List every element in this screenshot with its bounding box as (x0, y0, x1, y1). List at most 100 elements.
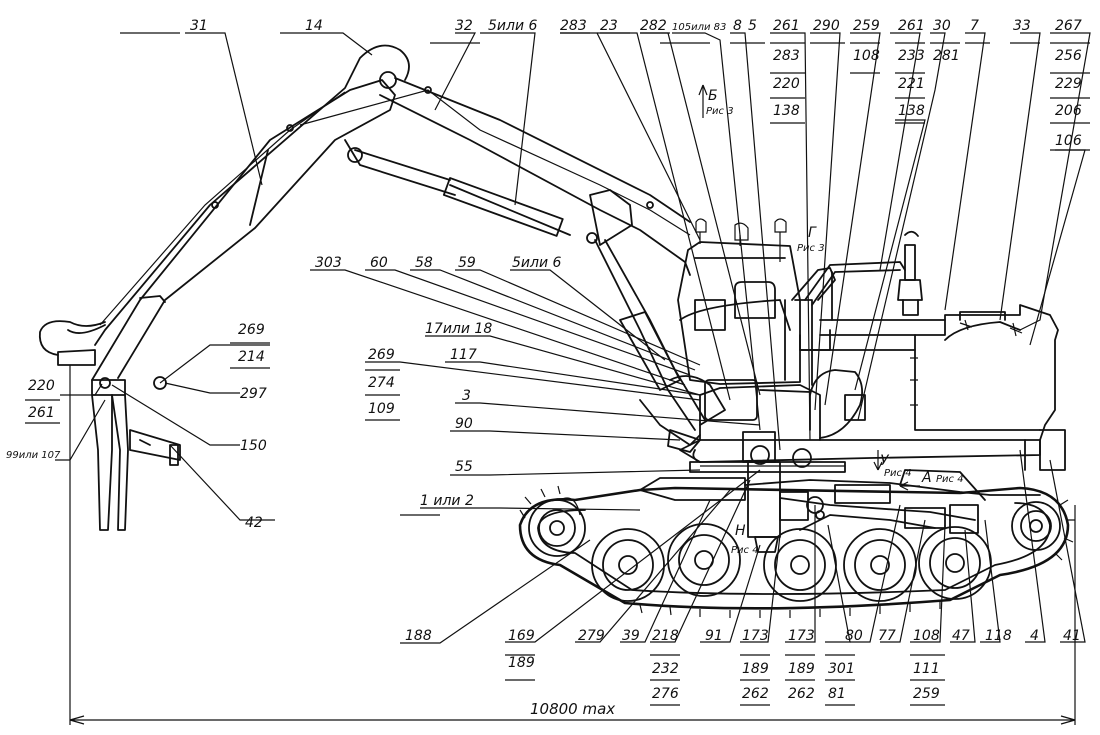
label-188: 188 (405, 628, 432, 644)
label-262-b: 262 (788, 686, 815, 702)
label-30: 30 (933, 18, 951, 34)
label-5or6-top: 5или 6 (488, 18, 538, 34)
label-view-B-ref: Рис 3 (706, 106, 734, 117)
label-view-A-ref: Рис 4 (936, 474, 964, 485)
label-41: 41 (1063, 628, 1081, 644)
label-view-U-ref: Рис 4 (884, 468, 912, 479)
label-259-b: 259 (913, 686, 940, 702)
label-269-a: 269 (368, 347, 395, 363)
label-23: 23 (600, 18, 618, 34)
label-261-b: 261 (898, 18, 925, 34)
label-42: 42 (245, 515, 263, 531)
label-5or6-mid: 5или 6 (512, 255, 562, 271)
label-259: 259 (853, 18, 880, 34)
label-117: 117 (450, 347, 477, 363)
label-232: 232 (652, 661, 679, 677)
label-279: 279 (578, 628, 605, 644)
label-58: 58 (415, 255, 433, 271)
label-138-b: 138 (898, 103, 925, 119)
label-31: 31 (190, 18, 208, 34)
label-261-a: 261 (773, 18, 800, 34)
swivel-joint (742, 431, 812, 553)
label-169: 169 (508, 628, 535, 644)
grapple (91, 376, 181, 531)
label-297: 297 (240, 386, 267, 402)
label-1or2: 1 или 2 (420, 493, 474, 509)
leader-lines (55, 32, 1091, 644)
dimension-label: 10800 max (530, 700, 615, 718)
label-81: 81 (828, 686, 846, 702)
label-214: 214 (238, 349, 265, 365)
label-150: 150 (240, 438, 267, 454)
label-274: 274 (368, 375, 395, 391)
label-99or107: 99или 107 (6, 450, 61, 461)
label-105or83: 105или 83 (672, 22, 726, 33)
label-262-a: 262 (742, 686, 769, 702)
overall-length-dimension: 10800 max (69, 365, 1076, 725)
label-39: 39 (622, 628, 640, 644)
label-290: 290 (813, 18, 840, 34)
label-32: 32 (455, 18, 473, 34)
label-47: 47 (952, 628, 970, 644)
label-118: 118 (985, 628, 1012, 644)
label-189-c: 189 (788, 661, 815, 677)
turntable (679, 439, 1041, 473)
label-283-top: 283 (560, 18, 587, 34)
label-17or18: 17или 18 (425, 321, 492, 337)
callout-labels: 31 14 32 5или 6 283 23 282 105или 83 8 5… (6, 18, 1082, 702)
label-282: 282 (640, 18, 667, 34)
label-220-b: 220 (773, 76, 800, 92)
label-218: 218 (652, 628, 679, 644)
label-90: 90 (455, 416, 473, 432)
label-281: 281 (933, 48, 960, 64)
label-111: 111 (913, 661, 940, 677)
label-4: 4 (1030, 628, 1039, 644)
label-138-a: 138 (773, 103, 800, 119)
label-109: 109 (368, 401, 395, 417)
front-linkage (586, 232, 726, 453)
label-5: 5 (748, 18, 757, 34)
label-91: 91 (705, 628, 723, 644)
label-view-G: Г (808, 225, 817, 241)
label-7: 7 (970, 18, 979, 34)
label-view-N-ref: Рис 4 (731, 545, 759, 556)
label-233: 233 (898, 48, 925, 64)
operator-cab (677, 218, 836, 386)
idler-wheel (528, 497, 586, 557)
excavator-outline (38, 44, 1075, 618)
label-view-N: Н (735, 523, 746, 539)
label-220-a: 220 (28, 378, 55, 394)
label-303: 303 (315, 255, 342, 271)
label-view-G-ref: Рис 3 (797, 243, 825, 254)
crawler-track (518, 485, 1075, 618)
sprocket-wheel (1011, 501, 1061, 551)
label-77: 77 (878, 628, 896, 644)
label-108-a: 108 (853, 48, 880, 64)
label-8: 8 (733, 18, 742, 34)
label-33: 33 (1013, 18, 1031, 34)
label-3: 3 (462, 388, 471, 404)
label-underlines (25, 32, 1090, 706)
label-106: 106 (1055, 133, 1082, 149)
stick (344, 77, 691, 276)
boom (38, 44, 410, 381)
label-173-b: 173 (788, 628, 815, 644)
label-189-b: 189 (742, 661, 769, 677)
label-view-A: А (921, 470, 932, 486)
label-173-a: 173 (742, 628, 769, 644)
label-229: 229 (1055, 76, 1082, 92)
label-view-B: Б (708, 88, 718, 104)
label-256: 256 (1055, 48, 1082, 64)
label-view-U: У (880, 453, 890, 469)
upper-structure (699, 230, 1066, 471)
label-267: 267 (1055, 18, 1082, 34)
label-276: 276 (652, 686, 679, 702)
label-301: 301 (828, 661, 855, 677)
label-60: 60 (370, 255, 388, 271)
road-wheels (591, 523, 992, 602)
label-261-c: 261 (28, 405, 55, 421)
label-221: 221 (898, 76, 925, 92)
label-59: 59 (458, 255, 476, 271)
label-189-a: 189 (508, 655, 535, 671)
hose-lines (99, 86, 691, 326)
